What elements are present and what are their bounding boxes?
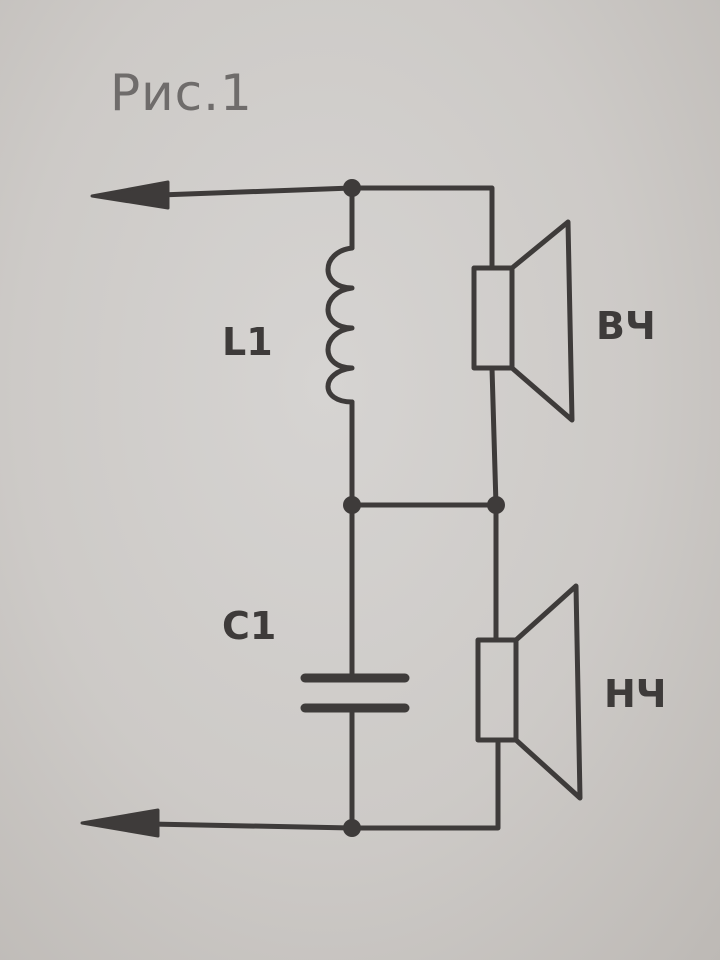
junction-dot-bottom: [343, 819, 361, 837]
inductor-label: L1: [222, 320, 273, 364]
bottom-input-arrow-icon: [80, 808, 160, 838]
junction-dot-middle-right: [487, 496, 505, 514]
junction-dot-top: [343, 179, 361, 197]
tweeter-speaker-icon: [471, 219, 575, 423]
top-input-arrow-icon: [90, 180, 170, 210]
figure-caption: Рис.1: [110, 64, 253, 122]
tweeter-lead-bottom: [489, 365, 499, 508]
inductor-l1-coil: [325, 245, 355, 405]
capacitor-label: C1: [222, 604, 277, 648]
top-input-wire: [157, 185, 495, 271]
bottom-input-wire: [147, 737, 501, 831]
woofer-label: НЧ: [604, 672, 667, 716]
junction-dot-middle-left: [343, 496, 361, 514]
tweeter-label: ВЧ: [596, 304, 656, 348]
woofer-speaker-icon: [475, 583, 583, 801]
